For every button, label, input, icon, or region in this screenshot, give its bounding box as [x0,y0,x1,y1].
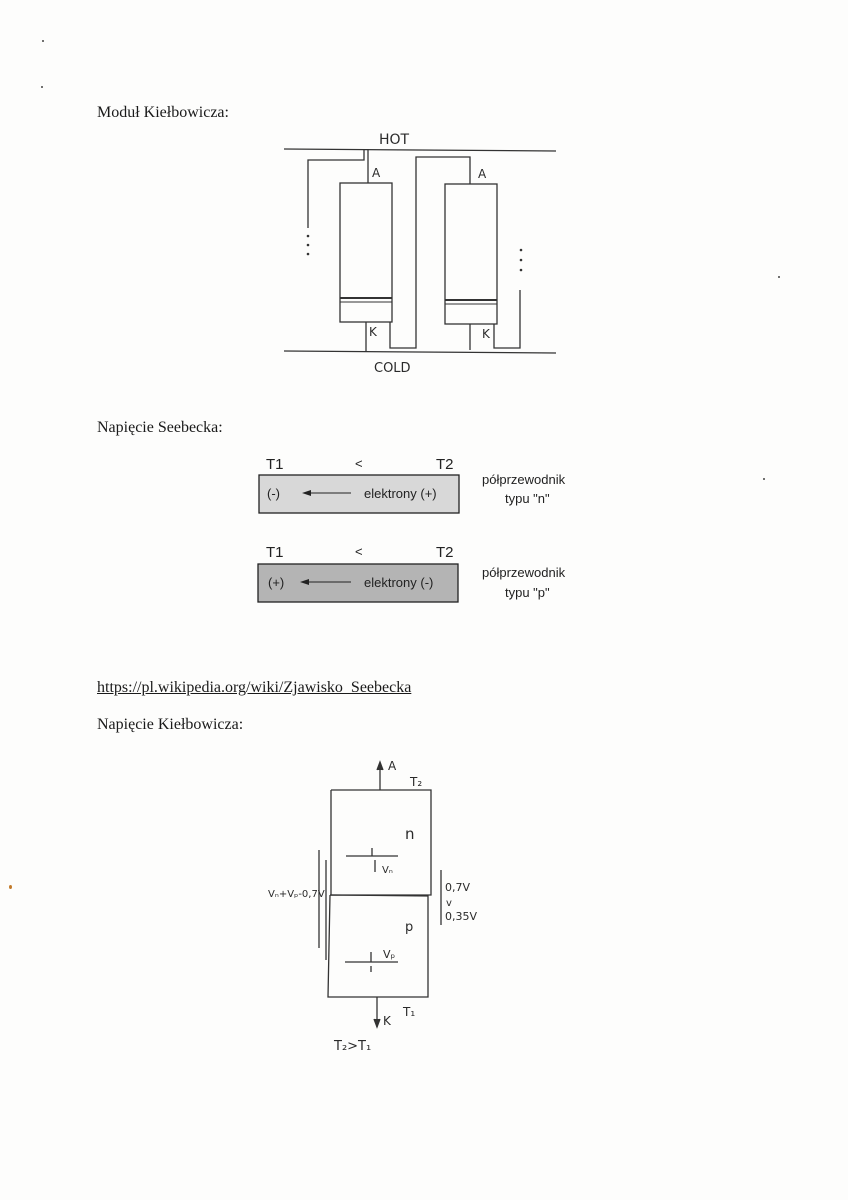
scan-speck [42,40,44,42]
n-type-bar [258,474,460,514]
continuation-dots [306,234,523,272]
vn-label: Vₙ [382,865,393,876]
cold-label: COLD [374,361,411,376]
temperature-condition: T₂>T₁ [333,1039,371,1054]
seebeck-n-left-sign: (-) [267,486,280,501]
scan-speck [763,478,765,480]
scan-speck [778,276,780,278]
n-region-label: n [405,825,415,843]
seebeck-n-diagram: T1 < T2 (-) elektrony (+) półprzewodnik … [258,456,566,514]
left-module-body [339,182,393,323]
hot-rail [283,148,557,152]
kielbowicz-diagram [318,760,442,1029]
p-type-label-line1: półprzewodnik [482,565,566,580]
left-voltage-label: Vₙ+Vₚ-0,7V [268,889,325,900]
seebeck-p-diagram: T1 < T2 (+) elektrony (-) półprzewodnik … [257,544,566,603]
right-voltage-07: 0,7V [445,881,470,894]
heading-kielbowicz: Napięcie Kiełbowicza: [97,716,244,733]
right-voltage-v: v [446,898,452,909]
left-to-right-link [389,156,471,349]
wikipedia-link[interactable]: https://pl.wikipedia.org/wiki/Zjawisko_S… [97,679,412,696]
seebeck-p-t2: T2 [436,544,454,561]
kielbowicz-t2-label: T₂ [409,775,422,789]
seebeck-n-lt: < [355,456,363,471]
hot-label: HOT [379,132,410,148]
scan-speck [9,885,12,889]
seebeck-n-t2: T2 [436,456,454,473]
kielbowicz-t1-label: T₁ [402,1005,415,1019]
heading-seebeck: Napięcie Seebecka: [97,419,223,436]
p-region-box [327,894,429,998]
right-cathode-label: K [482,327,491,341]
heading-modul: Moduł Kiełbowicza: [97,104,229,121]
p-region-label: p [405,920,413,935]
n-type-label-line1: półprzewodnik [482,472,566,487]
scan-speck [41,86,43,88]
vp-label: Vₚ [383,948,396,961]
seebeck-p-lt: < [355,544,363,559]
left-anode-label: A [372,166,381,180]
left-cathode-label: K [369,325,378,339]
right-outer-wire [493,290,521,349]
seebeck-n-t1: T1 [266,456,284,473]
n-region-box [330,789,432,896]
cold-rail [283,350,557,354]
left-outer-wire [307,149,365,228]
right-anode-label: A [478,167,487,181]
seebeck-p-right-text: elektrony (-) [364,575,433,590]
module-diagram [283,148,557,354]
kielbowicz-anode-label: A [388,759,397,773]
right-voltage-035: 0,35V [445,910,477,923]
kielbowicz-cathode-label: K [383,1014,392,1028]
seebeck-n-right-text: elektrony (+) [364,486,437,501]
p-type-label-line2: typu "p" [505,585,550,600]
seebeck-p-t1: T1 [266,544,284,561]
seebeck-p-left-sign: (+) [268,575,284,590]
right-module-body [444,183,498,325]
n-type-label-line2: typu "n" [505,491,550,506]
p-type-bar [257,563,459,603]
